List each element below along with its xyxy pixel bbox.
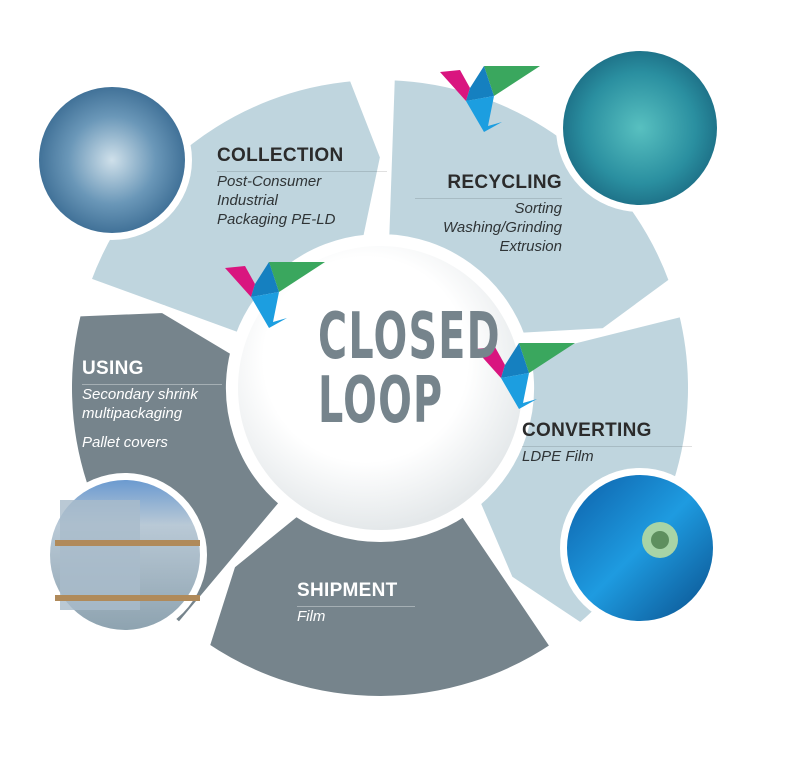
- stage-line: Packaging PE-LD: [217, 211, 336, 228]
- origami-bird-icon: [440, 66, 540, 132]
- center-title: CLOSED LOOP: [318, 300, 501, 438]
- photo-collection: [32, 80, 192, 240]
- stage-line: Extrusion: [499, 238, 562, 255]
- stage-title: SHIPMENT: [297, 580, 415, 607]
- segment-shipment: [201, 508, 559, 704]
- stage-line: Pallet covers: [82, 434, 168, 451]
- stage-shipment: SHIPMENT Film: [297, 580, 415, 626]
- photo-converting: [560, 468, 720, 628]
- photo-using: [43, 473, 207, 637]
- stage-line: Secondary shrink: [82, 386, 198, 403]
- segment-recycling: [381, 72, 678, 341]
- photo-recycling: [556, 44, 724, 212]
- stage-collection: COLLECTION Post-Consumer Industrial Pack…: [217, 145, 387, 229]
- stage-recycling: RECYCLING Sorting Washing/Grinding Extru…: [415, 172, 562, 256]
- center-title-line2: LOOP: [318, 364, 444, 438]
- stage-line: LDPE Film: [522, 448, 594, 465]
- origami-bird-icon: [225, 262, 325, 328]
- origami-bird-icon: [475, 343, 575, 409]
- stage-using: USING Secondary shrink multipackaging Pa…: [82, 358, 222, 452]
- stage-title: COLLECTION: [217, 145, 387, 172]
- stage-title: CONVERTING: [522, 420, 692, 447]
- stage-line: Sorting: [514, 200, 562, 217]
- stage-title: RECYCLING: [415, 172, 562, 199]
- stage-line: Film: [297, 608, 326, 625]
- stage-line: Post-Consumer: [217, 173, 322, 190]
- stage-line: Washing/Grinding: [443, 219, 562, 236]
- stage-title: USING: [82, 358, 222, 385]
- stage-converting: CONVERTING LDPE Film: [522, 420, 692, 466]
- stage-line: multipackaging: [82, 405, 183, 422]
- stage-line: Industrial: [217, 192, 278, 209]
- center-circle: [238, 246, 522, 530]
- center-title-line1: CLOSED: [318, 300, 501, 374]
